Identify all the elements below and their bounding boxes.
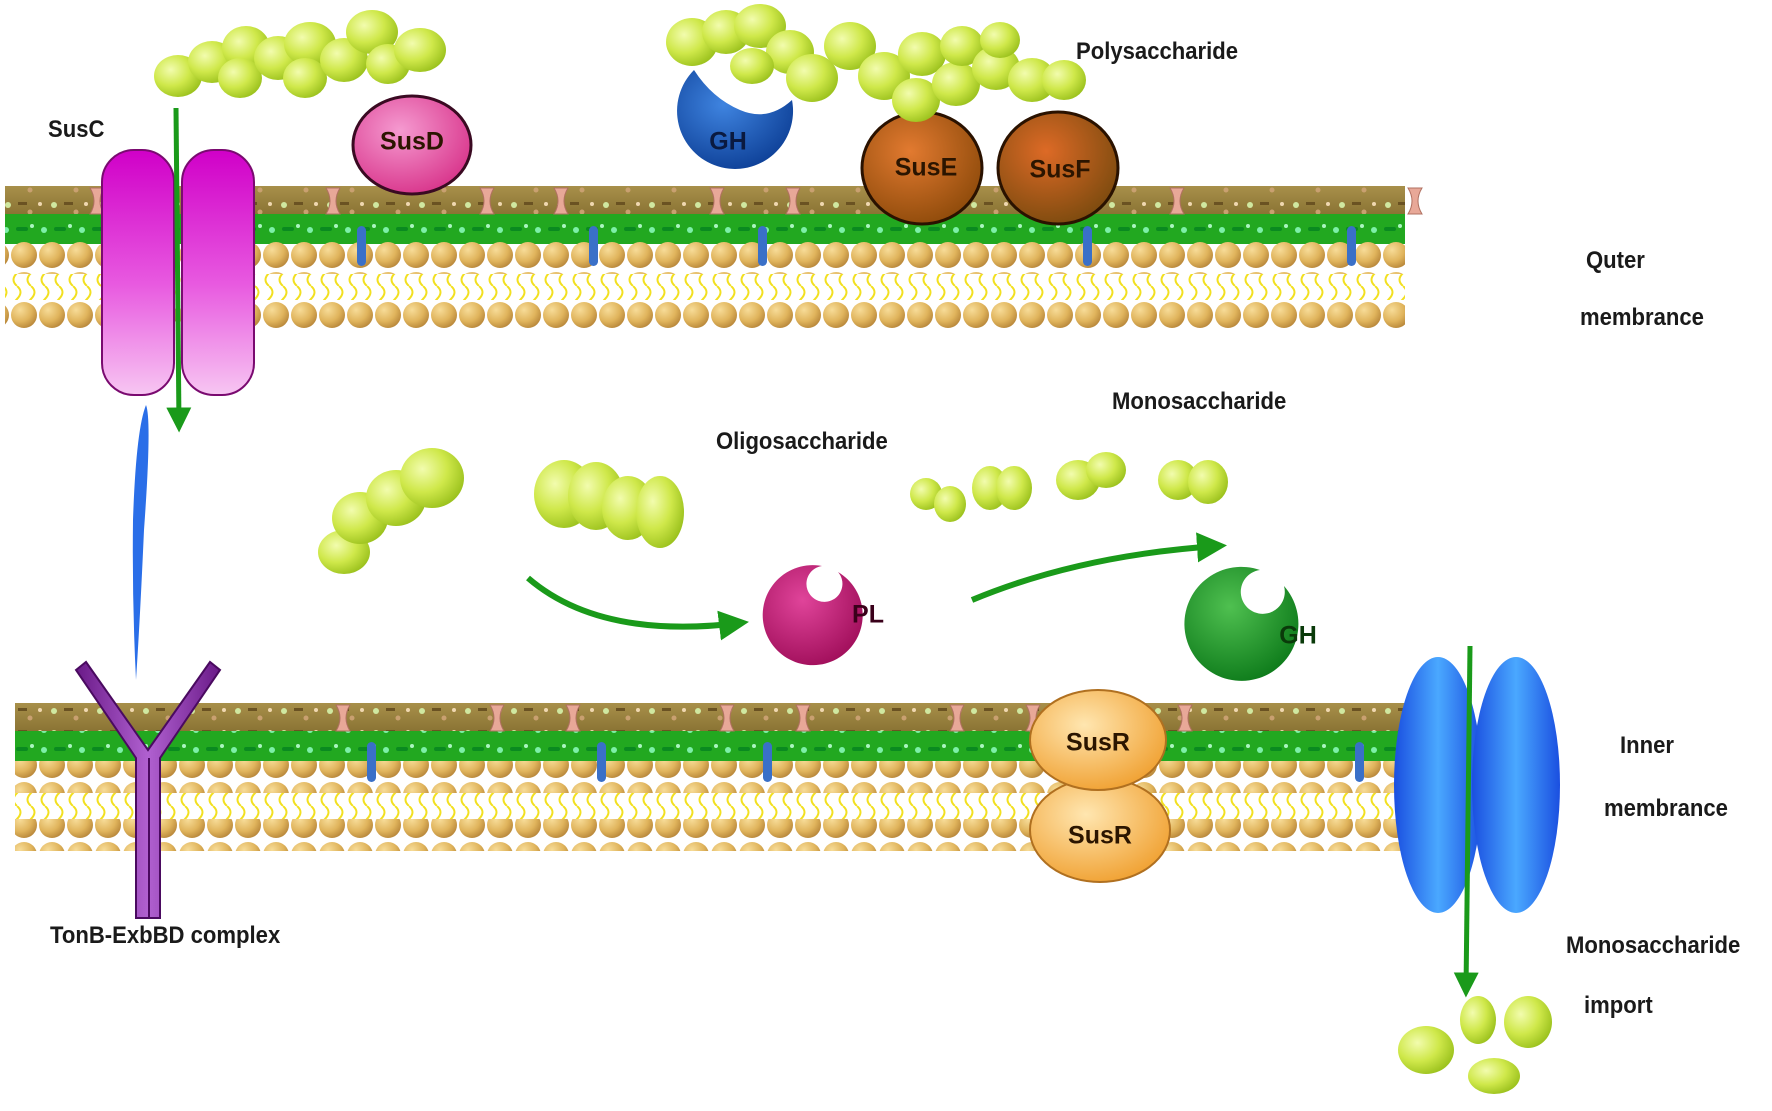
- arrow-to-monosaccharide: [970, 532, 1227, 603]
- monosaccharide-transporter: [1394, 657, 1560, 913]
- label-susd: SusD: [380, 127, 444, 156]
- susd-protein: [351, 94, 473, 196]
- label-pl: PL: [852, 600, 884, 629]
- polysaccharide-chain-right: [666, 4, 1086, 122]
- gh-outer-protein: [677, 70, 794, 169]
- label-monosaccharide-import-line1: Monosaccharide: [1566, 932, 1741, 959]
- label-tonb-exbbd-complex: TonB-ExbBD complex: [50, 922, 281, 949]
- susf-protein: [996, 110, 1120, 226]
- label-polysaccharide: Polysaccharide: [1076, 38, 1239, 65]
- tonb-exbbd-complex: [74, 660, 222, 919]
- label-inner-membrane-line2: membrance: [1604, 795, 1728, 822]
- susc-protein: [101, 149, 255, 396]
- label-outer-membrane-line2: membrance: [1580, 304, 1704, 331]
- polysaccharide-chain-left: [154, 10, 446, 98]
- arrow-to-pl: [526, 575, 749, 641]
- label-inner-membrane-line1: Inner: [1620, 732, 1674, 759]
- label-susr-top: SusR: [1066, 728, 1130, 757]
- label-susc: SusC: [48, 116, 105, 143]
- label-monosaccharide-import-line2: import: [1584, 992, 1653, 1019]
- transporter-import-arrow: [1453, 645, 1479, 998]
- susr-proteins: [1029, 689, 1171, 883]
- imported-monosaccharides: [1398, 996, 1552, 1094]
- oligosaccharide-cluster-2: [534, 460, 684, 548]
- gh-inner-protein: [1184, 566, 1299, 681]
- inner-membrane: [15, 703, 1405, 851]
- label-suse: SusE: [894, 153, 958, 182]
- label-outer-membrane-line1: Quter: [1586, 247, 1645, 274]
- label-gh-inner: GH: [1279, 621, 1317, 650]
- label-susf: SusF: [1029, 155, 1091, 184]
- label-susr-bottom: SusR: [1068, 821, 1132, 850]
- label-oligosaccharide: Oligosaccharide: [716, 428, 888, 455]
- tonb-stalk: [132, 405, 149, 680]
- label-gh-outer: GH: [709, 127, 747, 156]
- pl-protein: [762, 565, 863, 666]
- label-monosaccharide: Monosaccharide: [1112, 388, 1287, 415]
- susc-import-arrow: [166, 107, 192, 433]
- oligosaccharide-cluster-1: [318, 448, 464, 574]
- monosaccharide-cluster: [910, 452, 1228, 522]
